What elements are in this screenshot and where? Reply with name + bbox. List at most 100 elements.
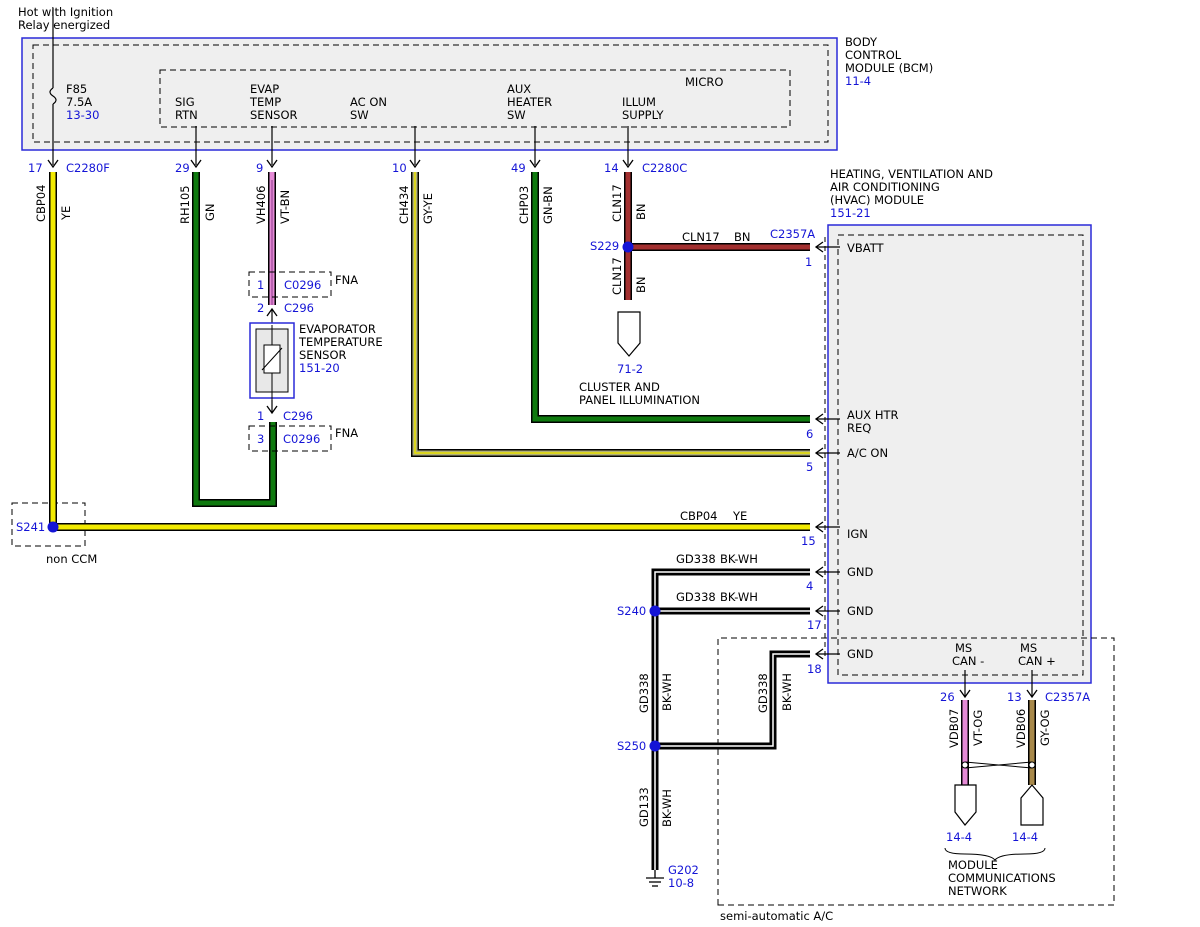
hvac-ign: IGN bbox=[847, 527, 868, 541]
fna-top-pin: 1 bbox=[257, 278, 264, 292]
connector-c2280c: C2280C bbox=[642, 161, 687, 175]
cluster-label-1: CLUSTER AND bbox=[579, 380, 660, 394]
fna-box-bottom bbox=[248, 425, 332, 452]
cln17-circuit-bottom: CLN17 bbox=[610, 257, 624, 295]
gd338-top-color: BK-WH bbox=[720, 552, 758, 566]
pin-49: 49 bbox=[511, 161, 526, 175]
power-label-1: Hot with Ignition bbox=[18, 5, 113, 19]
fna-bot-pin: 3 bbox=[257, 432, 264, 446]
ch434-circuit: CH434 bbox=[397, 185, 411, 224]
evaporator-sensor bbox=[249, 322, 295, 400]
fna-top-label: FNA bbox=[335, 273, 358, 287]
vdb07-color: VT-OG bbox=[971, 710, 985, 746]
sensor-title-1: EVAPORATOR bbox=[299, 322, 376, 336]
network-label-3: NETWORK bbox=[948, 884, 1007, 898]
splice-s250: S250 bbox=[617, 739, 646, 753]
gd338-right-color: BK-WH bbox=[780, 673, 794, 711]
bcm-pin-stubs bbox=[195, 126, 629, 165]
rh105-circuit: RH105 bbox=[178, 185, 192, 224]
pin-17: 17 bbox=[28, 161, 43, 175]
fna-top-name: C0296 bbox=[284, 278, 321, 292]
fuse-ref: 13-30 bbox=[66, 108, 99, 122]
hvac-connector-c2357a: C2357A bbox=[770, 227, 815, 241]
cln17-horiz-circuit: CLN17 bbox=[682, 230, 720, 244]
semi-auto-label: semi-automatic A/C bbox=[720, 909, 833, 923]
splice-dots bbox=[47, 241, 661, 752]
hvac-pin-1: 1 bbox=[805, 255, 812, 269]
network-connector-left-icon bbox=[954, 784, 977, 826]
hvac-gnd-4: GND bbox=[847, 565, 874, 579]
bcm-pin-sig-rtn-1: SIG bbox=[175, 95, 195, 109]
bcm-title-2: CONTROL bbox=[845, 48, 902, 62]
can-plus-1: MS bbox=[1020, 641, 1037, 655]
power-label-2: Relay energized bbox=[18, 18, 110, 32]
pin-29: 29 bbox=[175, 161, 190, 175]
hvac-pin-15: 15 bbox=[801, 534, 816, 548]
vdb06-color: GY-OG bbox=[1038, 710, 1052, 746]
chp03-circuit: CHP03 bbox=[517, 186, 531, 224]
cbp04-circuit: CBP04 bbox=[34, 185, 48, 223]
gd338-vert-circuit: GD338 bbox=[637, 673, 651, 713]
sensor-title-3: SENSOR bbox=[299, 348, 347, 362]
semi-auto-region bbox=[717, 637, 1115, 906]
network-connector-right-icon bbox=[1020, 784, 1044, 826]
vdb06-circuit: VDB06 bbox=[1014, 709, 1028, 748]
c296-top-pin: 2 bbox=[257, 301, 264, 315]
c296-bot-name: C296 bbox=[283, 409, 313, 423]
fuse-f85 bbox=[49, 8, 57, 165]
bcm-title-1: BODY bbox=[845, 35, 878, 49]
network-label-1: MODULE bbox=[948, 858, 998, 872]
c296-bot-pin: 1 bbox=[257, 409, 264, 423]
wire-ch434 bbox=[411, 172, 810, 457]
bcm-pin-aux-2: HEATER bbox=[507, 95, 552, 109]
hvac-pin-6: 6 bbox=[806, 427, 813, 441]
gd338-vert-color: BK-WH bbox=[660, 673, 674, 711]
chp03-color: GN-BN bbox=[541, 186, 555, 224]
bcm-pin-illum-2: SUPPLY bbox=[622, 108, 664, 122]
can-minus-2: CAN - bbox=[952, 654, 984, 668]
ch434-color: GY-YE bbox=[421, 193, 435, 224]
network-brace bbox=[944, 847, 1046, 861]
network-label-2: COMMUNICATIONS bbox=[948, 871, 1056, 885]
cln17-circuit-top: CLN17 bbox=[610, 184, 624, 222]
hvac-pin-stubs bbox=[271, 246, 1033, 697]
vh406-color: VT-BN bbox=[278, 190, 292, 224]
ground-icon bbox=[646, 870, 664, 887]
fna-bot-label: FNA bbox=[335, 426, 358, 440]
hvac-ac-on: A/C ON bbox=[847, 446, 888, 460]
can-plus-2: CAN + bbox=[1018, 654, 1056, 668]
cbp04-horiz-circuit: CBP04 bbox=[680, 509, 718, 523]
connector-c2280f: C2280F bbox=[66, 161, 110, 175]
wire-chp03 bbox=[531, 172, 810, 423]
wire-rh105 bbox=[192, 172, 277, 507]
hvac-pin-18: 18 bbox=[807, 662, 822, 676]
hvac-vbatt: VBATT bbox=[847, 241, 885, 255]
network-ref-right: 14-4 bbox=[1012, 830, 1038, 844]
pin-9: 9 bbox=[256, 161, 263, 175]
fuse-name: F85 bbox=[66, 82, 87, 96]
hvac-ref: 151-21 bbox=[830, 206, 871, 220]
pin-10: 10 bbox=[392, 161, 407, 175]
gd338-top-circuit: GD338 bbox=[676, 552, 716, 566]
hvac-title-3: (HVAC) MODULE bbox=[830, 193, 924, 207]
cbp04-horiz-color: YE bbox=[732, 509, 747, 523]
gd133-color: BK-WH bbox=[660, 789, 674, 827]
bcm-title-3: MODULE (BCM) bbox=[845, 61, 933, 75]
non-ccm-label: non CCM bbox=[46, 552, 97, 566]
can-pin-13: 13 bbox=[1007, 690, 1022, 704]
vdb07-circuit: VDB07 bbox=[947, 709, 961, 748]
ground-ref: 10-8 bbox=[668, 876, 694, 890]
can-pin-26: 26 bbox=[940, 690, 955, 704]
gd133-circuit: GD133 bbox=[637, 787, 651, 827]
fuse-rating: 7.5A bbox=[66, 95, 92, 109]
wire-cbp04 bbox=[49, 172, 810, 531]
cluster-connector-icon bbox=[617, 311, 641, 357]
gd338-mid-color: BK-WH bbox=[720, 590, 758, 604]
bcm-pin-aux-3: SW bbox=[507, 108, 526, 122]
hvac-module bbox=[827, 224, 1092, 684]
wire-vdb bbox=[961, 700, 1036, 785]
hvac-pin-5: 5 bbox=[806, 460, 813, 474]
bcm-pin-illum-1: ILLUM bbox=[622, 95, 656, 109]
can-minus-1: MS bbox=[955, 641, 972, 655]
cln17-horiz-color: BN bbox=[734, 230, 751, 244]
